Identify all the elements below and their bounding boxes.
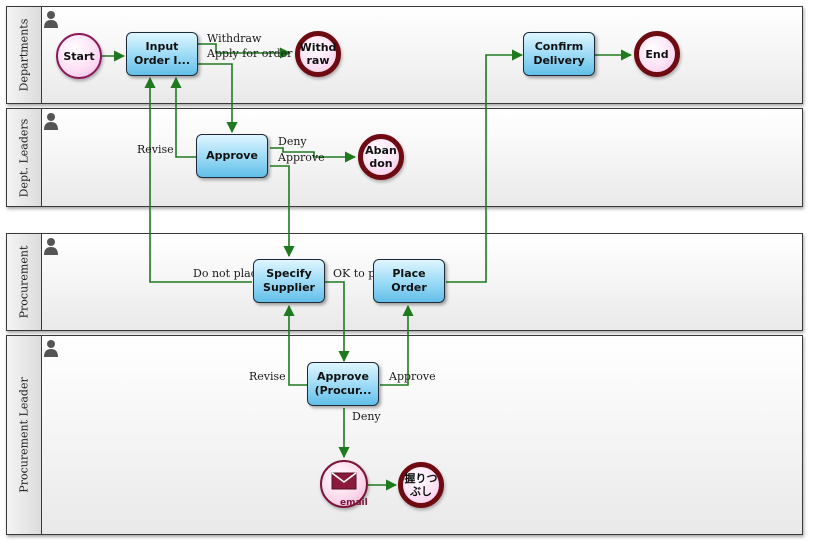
label-revise-1: Revise xyxy=(137,143,174,156)
person-icon xyxy=(44,340,58,357)
label-deny-2: Deny xyxy=(352,410,381,423)
email-event[interactable] xyxy=(320,460,368,508)
end-event-withdraw[interactable]: Withd raw xyxy=(295,31,341,77)
task-specify-supplier[interactable]: Specify Supplier xyxy=(253,259,325,303)
lane-title: Dept. Leaders xyxy=(17,118,31,197)
person-icon xyxy=(44,11,58,28)
label-revise-2: Revise xyxy=(249,370,286,383)
person-icon xyxy=(44,238,58,255)
lane-dept-leaders: Dept. Leaders xyxy=(6,108,803,207)
task-input-order[interactable]: Input Order I... xyxy=(126,32,198,76)
person-icon xyxy=(44,113,58,130)
lane-header: Procurement Leader xyxy=(7,336,42,534)
end-event-abandon[interactable]: Aban don xyxy=(358,134,404,180)
task-approve[interactable]: Approve xyxy=(196,134,268,178)
lane-header: Dept. Leaders xyxy=(7,109,42,206)
start-event[interactable]: Start xyxy=(56,33,102,79)
label-approve-1: Approve xyxy=(278,151,325,164)
envelope-icon xyxy=(331,472,357,490)
label-deny-1: Deny xyxy=(278,135,307,148)
end-event-end[interactable]: End xyxy=(634,31,680,77)
label-apply-for-order: Apply for order xyxy=(207,47,293,60)
label-withdraw: Withdraw xyxy=(207,32,262,45)
label-do-not-place: Do not place xyxy=(193,267,264,280)
lane-procurement-leader: Procurement Leader xyxy=(6,335,803,535)
lane-title: Departments xyxy=(17,18,31,92)
lane-title: Procurement Leader xyxy=(17,377,31,493)
end-event-nigiritsubushi[interactable]: 握りつ ぶし xyxy=(398,462,444,508)
email-label: email xyxy=(340,498,368,508)
label-approve-2: Approve xyxy=(389,370,436,383)
task-approve-procurement[interactable]: Approve (Procur... xyxy=(307,362,379,406)
lane-header: Departments xyxy=(7,7,42,103)
task-confirm-delivery[interactable]: Confirm Delivery xyxy=(523,32,595,76)
task-place-order[interactable]: Place Order xyxy=(373,259,445,303)
lane-title: Procurement xyxy=(17,245,31,319)
lane-header: Procurement xyxy=(7,234,42,330)
